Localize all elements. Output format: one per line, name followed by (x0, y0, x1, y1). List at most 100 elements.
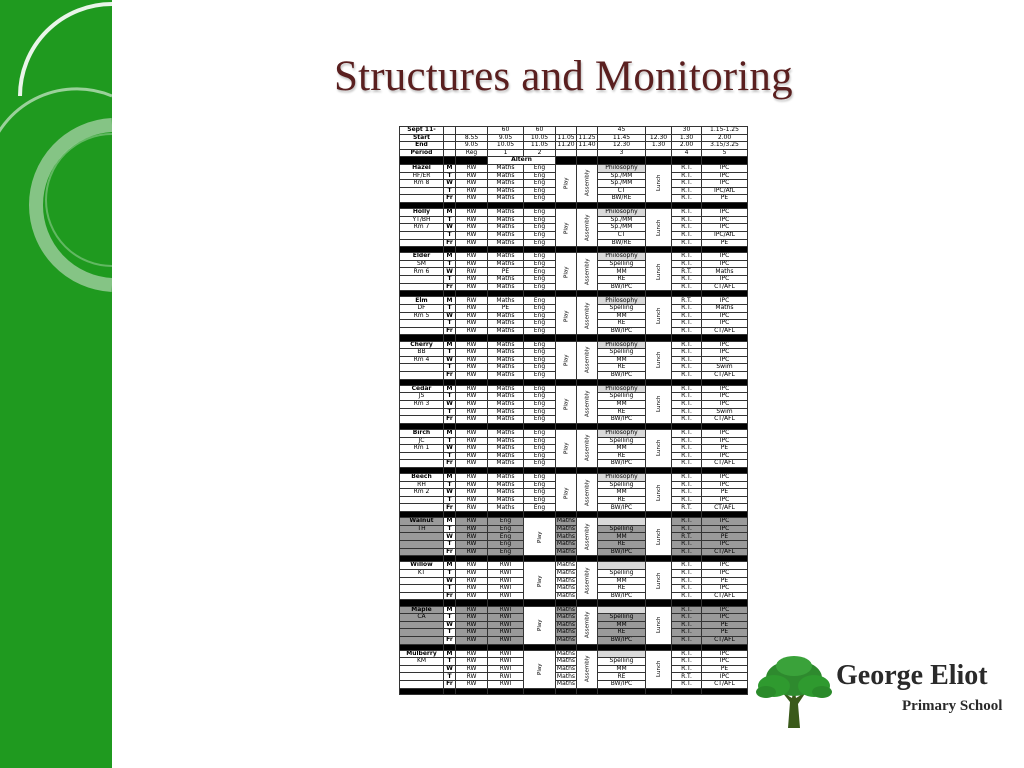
day-label: Fr (443, 547, 456, 557)
lesson-cell: R.T. (671, 348, 702, 357)
lesson-cell: RE (597, 495, 646, 505)
lesson-cell: R.T. (671, 532, 702, 541)
lesson-cell: RW (455, 649, 488, 659)
lesson-cell: Eng (523, 171, 556, 181)
header-cell (443, 133, 456, 143)
lesson-cell: RWI (487, 568, 524, 578)
play-label: Play (555, 296, 577, 335)
lesson-cell: RW (455, 576, 488, 586)
divider-cell (701, 290, 748, 298)
lesson-cell: R.T. (671, 605, 702, 615)
lesson-cell: R.T. (671, 415, 702, 424)
lesson-cell: CT/AFL (701, 680, 748, 689)
lesson-cell: RW (455, 444, 488, 453)
divider-cell (645, 511, 672, 519)
logo-school-name: George Eliot (836, 660, 988, 691)
header-cell: 2.00 (701, 133, 748, 143)
lesson-cell: Maths (555, 635, 577, 645)
lesson-cell: R.T. (671, 620, 702, 630)
lesson-cell: R.T. (671, 179, 702, 188)
lesson-cell: RE (597, 672, 646, 682)
lesson-cell: BW/IPC (597, 459, 646, 468)
class-info: Rm 6 (399, 267, 444, 277)
lesson-cell: R.T. (671, 252, 702, 261)
lesson-cell: Eng (523, 480, 556, 490)
lesson-cell: R.T. (671, 576, 702, 586)
day-label: Fr (443, 282, 456, 292)
lesson-cell: PE (701, 628, 748, 637)
play-label: Play (555, 473, 577, 512)
class-info: JS (399, 392, 444, 401)
divider-cell (671, 156, 702, 165)
class-info (399, 230, 444, 240)
class-info: Rm 8 (399, 179, 444, 188)
lesson-cell: IPC (701, 480, 748, 490)
lesson-cell: Maths (487, 296, 524, 306)
lesson-cell: Philosophy (597, 473, 646, 482)
lesson-cell: RW (455, 171, 488, 181)
lesson-cell: BW/IPC (597, 326, 646, 336)
lesson-cell: R.T. (671, 517, 702, 526)
day-label: M (443, 296, 456, 306)
lesson-cell: RW (455, 620, 488, 630)
lesson-cell: IPC (701, 215, 748, 225)
header-cell: 11.05 (523, 141, 556, 150)
lesson-cell: RWI (487, 561, 524, 570)
divider-cell (701, 687, 748, 695)
lesson-cell: R.T. (671, 649, 702, 659)
lesson-cell: CT (597, 186, 646, 196)
lesson-cell: RW (455, 296, 488, 306)
lesson-cell: CT/AFL (701, 370, 748, 380)
lesson-cell: RW (455, 415, 488, 424)
lesson-cell: Eng (523, 230, 556, 240)
lesson-cell: RW (455, 680, 488, 689)
lesson-cell: Eng (523, 355, 556, 365)
lesson-cell: Eng (523, 399, 556, 409)
lesson-cell: R.T. (671, 444, 702, 453)
lesson-cell: RW (455, 230, 488, 240)
lesson-cell: CT/AFL (701, 547, 748, 557)
lesson-cell: R.T. (671, 392, 702, 401)
lesson-cell: Maths (701, 267, 748, 277)
lesson-cell: RE (597, 363, 646, 372)
separator-row (399, 466, 748, 475)
lesson-cell: Maths (555, 620, 577, 630)
class-info (399, 326, 444, 336)
lesson-cell: RW (455, 384, 488, 394)
class-info (399, 591, 444, 601)
day-label: W (443, 355, 456, 365)
class-info: Rm 4 (399, 355, 444, 365)
lesson-cell: IPC (701, 584, 748, 593)
header-cell (555, 126, 577, 135)
header-cell: 60 (487, 126, 524, 135)
day-label: W (443, 223, 456, 232)
lesson-cell: R.T. (671, 319, 702, 328)
lesson-cell: IPC (701, 223, 748, 232)
lesson-cell: Eng (523, 296, 556, 306)
lesson-cell: Maths (487, 415, 524, 424)
lesson-cell: Eng (523, 503, 556, 513)
day-label: T (443, 319, 456, 328)
assembly-label: Assembly (576, 252, 598, 291)
header-cell: 2.00 (671, 141, 702, 150)
day-label: W (443, 311, 456, 321)
lesson-cell: Eng (523, 223, 556, 232)
header-cell: 11.05 (555, 133, 577, 143)
lesson-cell: Eng (487, 517, 524, 526)
lesson-cell: Eng (523, 319, 556, 328)
oak-tree-icon (756, 656, 832, 728)
day-label: T (443, 672, 456, 682)
lesson-cell: R.T. (671, 540, 702, 549)
